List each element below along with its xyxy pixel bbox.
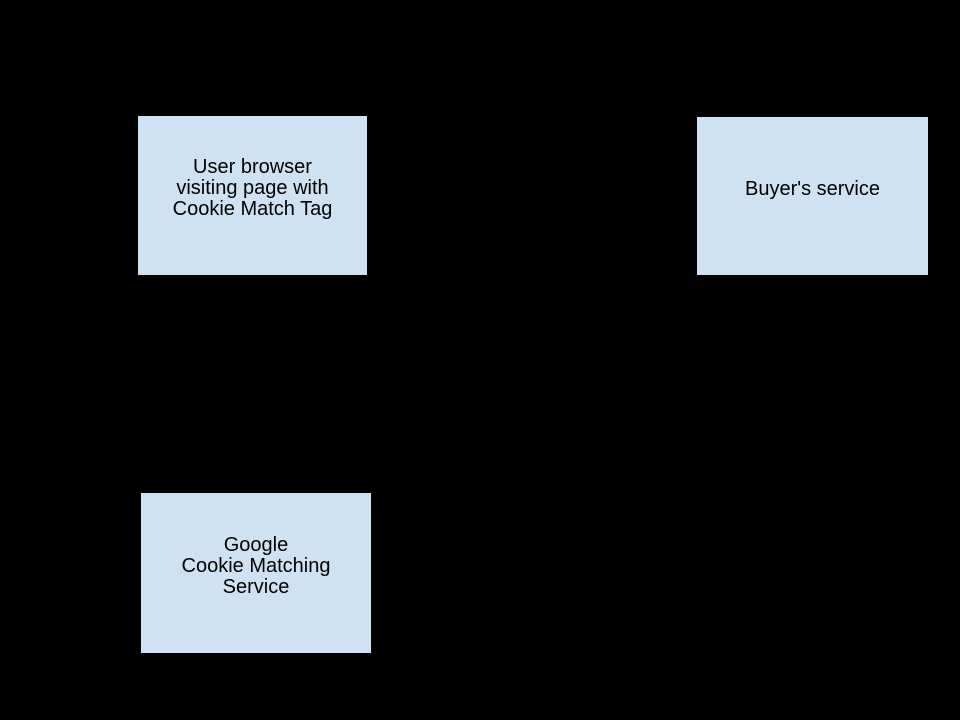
node-buyers-service: Buyer's service (696, 116, 929, 276)
node-google-cookie-matching-service-label: Google Cookie Matching Service (181, 533, 331, 598)
node-user-browser-label: User browser visiting page with Cookie M… (172, 156, 333, 220)
node-user-browser: User browser visiting page with Cookie M… (137, 115, 368, 276)
node-google-cookie-matching-service: Google Cookie Matching Service (140, 492, 372, 654)
node-buyers-service-label: Buyer's service (745, 177, 880, 200)
